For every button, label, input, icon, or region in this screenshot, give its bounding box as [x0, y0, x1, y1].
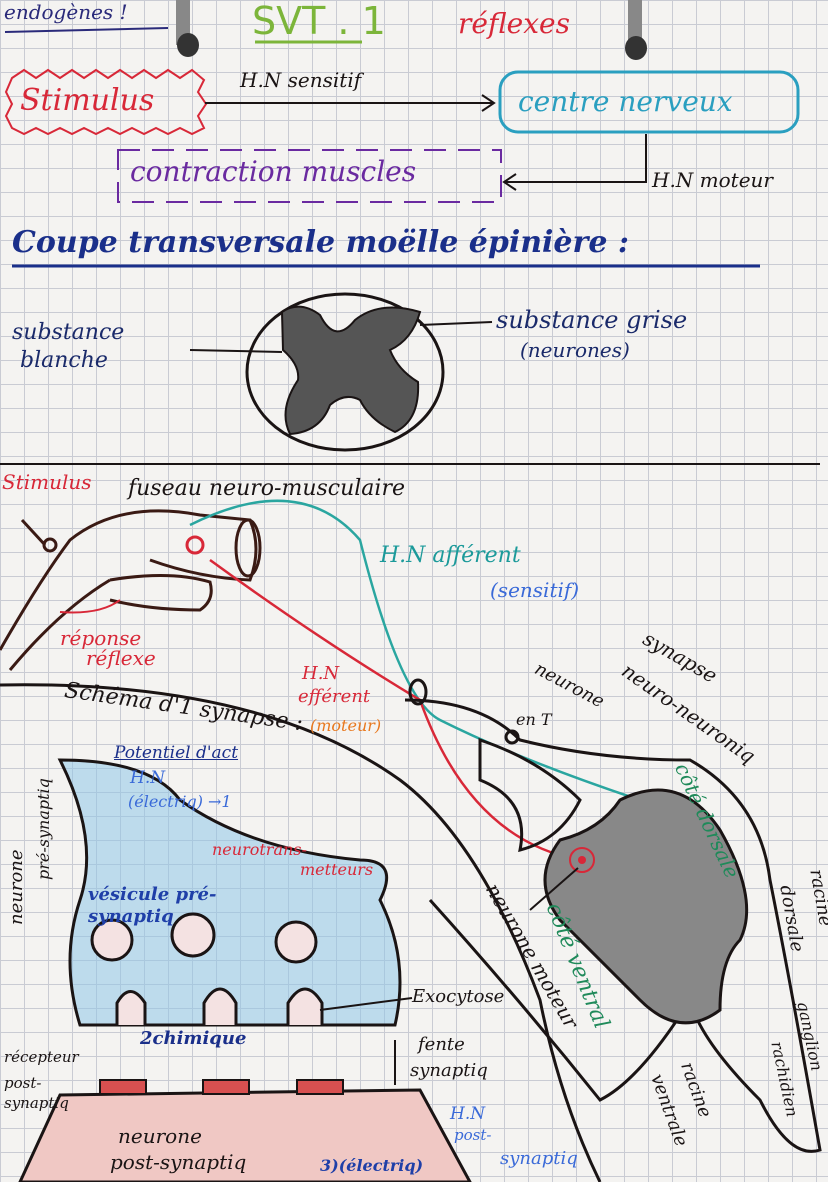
- page-title: SVT . 1: [252, 0, 386, 43]
- grey-matter-lower: [543, 788, 749, 1025]
- hn-post-label-2: post-: [454, 1126, 492, 1144]
- chemical-label: 2chimique: [140, 1028, 247, 1049]
- center-label: centre nerveux: [518, 85, 733, 118]
- efferent-label-1: H.N: [302, 663, 340, 684]
- hn-electric-label-2: (électriq) →1: [128, 792, 232, 811]
- grey-matter-label-2: (neurones): [520, 338, 630, 362]
- corner-note: endogènes !: [4, 0, 128, 24]
- vesicle-label-2: synaptiq: [88, 906, 174, 927]
- post-neuron-label-2: post-synaptiq: [110, 1150, 247, 1174]
- spinal-cord-outline: [245, 292, 445, 452]
- afferent-nerve: [189, 499, 641, 802]
- cleft-label-2: synaptiq: [410, 1060, 488, 1081]
- white-matter-label-2: blanche: [20, 348, 108, 373]
- stimulus-burst-box: [4, 68, 208, 136]
- vesicles: [90, 912, 324, 1025]
- afferent-label-1: H.N afférent: [380, 543, 521, 568]
- pre-neuron-label-1: neurone: [6, 849, 27, 925]
- stimulus-label: Stimulus: [20, 83, 155, 118]
- arrow-icon: [481, 94, 496, 112]
- afferent-label-2: (sensitif): [490, 578, 580, 602]
- arrow-icon: [502, 173, 517, 191]
- hn-post-label-1: H.N: [450, 1104, 486, 1124]
- presynaptic-terminal: [57, 758, 402, 1027]
- efferent-label-3: (moteur): [310, 716, 382, 735]
- neurotransmitters-label-2: metteurs: [300, 860, 374, 879]
- cleft-label-1: fente: [418, 1034, 465, 1055]
- efferent-label-2: efférent: [298, 686, 371, 707]
- grey-matter: [280, 305, 422, 436]
- electric3-label: 3)(électriq): [320, 1156, 424, 1175]
- leg-muscle-drawing: [0, 509, 262, 671]
- underline: [4, 27, 169, 33]
- center-box: [498, 70, 800, 134]
- contraction-box: [117, 149, 502, 203]
- response-label-2: réflexe: [86, 646, 156, 670]
- post-neuron-label-1: neurone: [118, 1124, 202, 1148]
- binder-ring-icon: [176, 0, 647, 60]
- pre-neuron-label-2: pré-synaptiq: [34, 778, 53, 880]
- hn-post-label-3: synaptiq: [500, 1148, 578, 1169]
- receptor-label-2: post-: [4, 1074, 42, 1092]
- effect-label: contraction muscles: [130, 155, 417, 188]
- page-subtitle: réflexes: [458, 7, 570, 40]
- t-neuron-label-2: en T: [516, 710, 552, 729]
- action-potential-label: Potentiel d'act: [114, 743, 239, 763]
- receptor-label-3: synaptiq: [4, 1094, 69, 1112]
- sensitive-path-label: H.N sensitif: [240, 68, 362, 92]
- neurotransmitters-label-1: neurotrans-: [212, 840, 307, 859]
- grey-matter-label-1: substance grise: [496, 306, 688, 334]
- hn-electric-label-1: H.N: [130, 768, 166, 788]
- motor-neuron-star-icon: [569, 847, 595, 873]
- motor-path-label: H.N moteur: [652, 168, 773, 192]
- vesicle-label-1: vésicule pré-: [88, 884, 217, 905]
- arc-stimulus-label: Stimulus: [2, 470, 92, 494]
- white-matter-label-1: substance: [12, 320, 125, 345]
- cross-section-heading: Coupe transversale moëlle épinière :: [12, 225, 629, 260]
- receptors: [99, 1079, 344, 1095]
- spindle-label: fuseau neuro-musculaire: [128, 476, 405, 501]
- exocytosis-label: Exocytose: [412, 986, 505, 1007]
- response-label-1: réponse: [60, 626, 142, 650]
- receptor-label-1: récepteur: [4, 1048, 79, 1066]
